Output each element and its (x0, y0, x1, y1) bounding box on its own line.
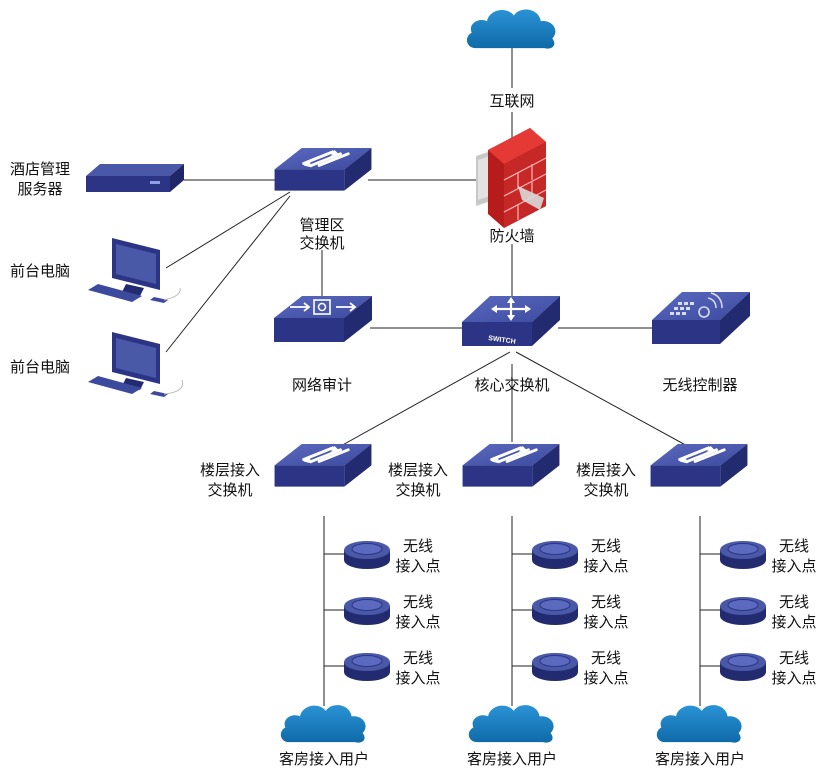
floor-switch-3-label-line2: 交换机 (583, 481, 628, 499)
access-point-label-line1: 无线 (779, 593, 809, 611)
wireless-controller-icon (652, 292, 750, 344)
network-audit-icon (274, 296, 372, 342)
connection-lines (165, 48, 720, 706)
floor-switch-2-label-line2: 交换机 (395, 481, 440, 499)
floor-switch-icon (650, 444, 748, 489)
frontdesk-pc-label-2: 前台电脑 (10, 358, 70, 376)
access-point-label-line2: 接入点 (771, 613, 816, 631)
floor-switch-2-label-line1: 楼层接入 (388, 461, 448, 479)
access-points: 无线接入点无线接入点无线接入点无线接入点无线接入点无线接入点无线接入点无线接入点… (344, 537, 817, 687)
access-point-label-line2: 接入点 (583, 613, 628, 631)
floor-switch-1-label-line1: 楼层接入 (200, 461, 260, 479)
floor-switch-1-label-line2: 交换机 (207, 481, 252, 499)
access-point-label-line2: 接入点 (771, 669, 816, 687)
core-switch-icon: SWITCH (462, 296, 560, 346)
access-point-label-line2: 接入点 (395, 557, 440, 575)
access-point-icon (720, 597, 766, 625)
server-icon (86, 164, 184, 192)
access-point-icon (344, 541, 390, 569)
management-switch-icon (274, 148, 372, 193)
access-point-label-line1: 无线 (591, 593, 621, 611)
guest-users-label-1: 客房接入用户 (279, 750, 369, 768)
access-point-label-line2: 接入点 (395, 613, 440, 631)
guest-users-label-3: 客房接入用户 (655, 750, 745, 768)
access-point-icon (344, 653, 390, 681)
access-point-label-line1: 无线 (591, 649, 621, 667)
access-point-icon (532, 597, 578, 625)
guest-users-label-2: 客房接入用户 (467, 750, 557, 768)
access-point-label-line2: 接入点 (583, 557, 628, 575)
access-point-label-line1: 无线 (403, 537, 433, 555)
access-point-label-line2: 接入点 (583, 669, 628, 687)
desktop-pc-icon (88, 238, 181, 303)
access-point-label-line2: 接入点 (395, 669, 440, 687)
access-point-label-line1: 无线 (403, 593, 433, 611)
desktop-pc-icon (88, 332, 184, 397)
access-point-label-line1: 无线 (779, 649, 809, 667)
access-point-icon (344, 597, 390, 625)
firewall-icon (476, 128, 547, 228)
network-audit-label: 网络审计 (292, 376, 352, 394)
internet-cloud-icon (466, 9, 556, 49)
core-switch-label: 核心交换机 (474, 376, 549, 394)
mgmt-switch-label-line2: 交换机 (299, 234, 344, 252)
guest-users-cloud-icon (656, 705, 742, 743)
access-point-icon (720, 653, 766, 681)
server-label-line1: 酒店管理 (10, 160, 70, 178)
switch-badge-text: SWITCH (488, 335, 516, 346)
access-point-label-line2: 接入点 (771, 557, 816, 575)
firewall-label: 防火墙 (489, 227, 534, 245)
access-point-icon (532, 653, 578, 681)
internet-label: 互联网 (489, 92, 534, 110)
access-point-label-line1: 无线 (403, 649, 433, 667)
floor-switch-icon (462, 444, 560, 489)
guest-users-cloud-icon (280, 705, 366, 743)
access-point-icon (720, 541, 766, 569)
frontdesk-pc-label-1: 前台电脑 (10, 262, 70, 280)
access-point-label-line1: 无线 (779, 537, 809, 555)
mgmt-switch-label-line1: 管理区 (299, 216, 344, 234)
access-point-label-line1: 无线 (591, 537, 621, 555)
guest-users-cloud-icon (468, 705, 554, 743)
floor-switch-3-label-line1: 楼层接入 (576, 461, 636, 479)
server-label-line2: 服务器 (17, 180, 62, 198)
wireless-controller-label: 无线控制器 (662, 376, 737, 394)
floor-switch-icon (274, 444, 372, 489)
access-point-icon (532, 541, 578, 569)
